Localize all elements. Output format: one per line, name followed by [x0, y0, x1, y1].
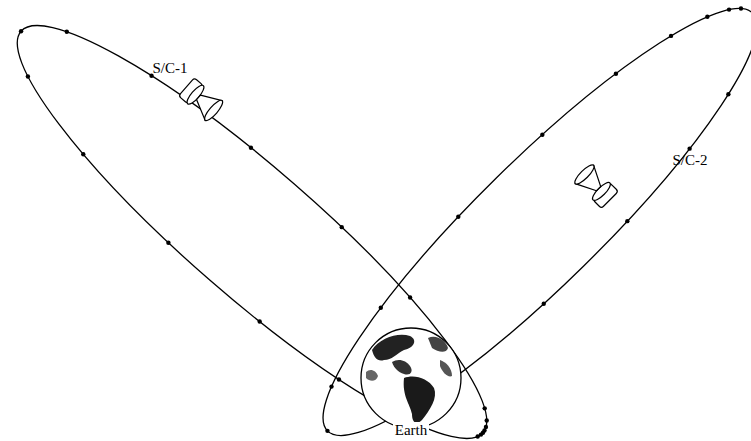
orbit-dot	[340, 225, 344, 229]
spacecraft-2	[572, 162, 619, 209]
spacecraft-label: S/C-1	[150, 60, 189, 77]
orbit-dot	[19, 29, 23, 33]
orbit-dot	[483, 406, 487, 410]
orbit-position-dots	[19, 6, 743, 438]
spacecraft-label: S/C-2	[670, 152, 709, 169]
orbit-dot	[249, 146, 253, 150]
earth-globe	[361, 328, 461, 428]
orbit-dot	[687, 146, 691, 150]
orbit-dot	[669, 34, 673, 38]
orbit-dot	[739, 6, 743, 10]
orbit-dot	[329, 384, 333, 388]
orbit-dot	[614, 72, 618, 76]
orbit-dot	[625, 219, 629, 223]
orbit-dot	[408, 295, 412, 299]
orbit-dot	[726, 92, 730, 96]
orbit-dot	[705, 15, 709, 19]
orbit-dot	[456, 215, 460, 219]
orbit-dot	[727, 7, 731, 11]
orbit-dot	[65, 30, 69, 34]
orbit-2	[284, 0, 751, 441]
orbit-dot	[325, 429, 329, 433]
spacecraft-1	[178, 77, 225, 123]
orbit-dot	[485, 418, 489, 422]
orbit-dot	[484, 425, 488, 429]
orbit-dot	[542, 302, 546, 306]
orbit-dot	[166, 240, 170, 244]
orbit-1	[0, 0, 525, 441]
orbit-dot	[81, 152, 85, 156]
orbit-dot	[26, 74, 30, 78]
orbit-dot	[379, 306, 383, 310]
orbit-dot	[337, 377, 341, 381]
orbit-dot	[257, 319, 261, 323]
earth-label: Earth	[393, 422, 429, 439]
orbit-dot	[540, 133, 544, 137]
